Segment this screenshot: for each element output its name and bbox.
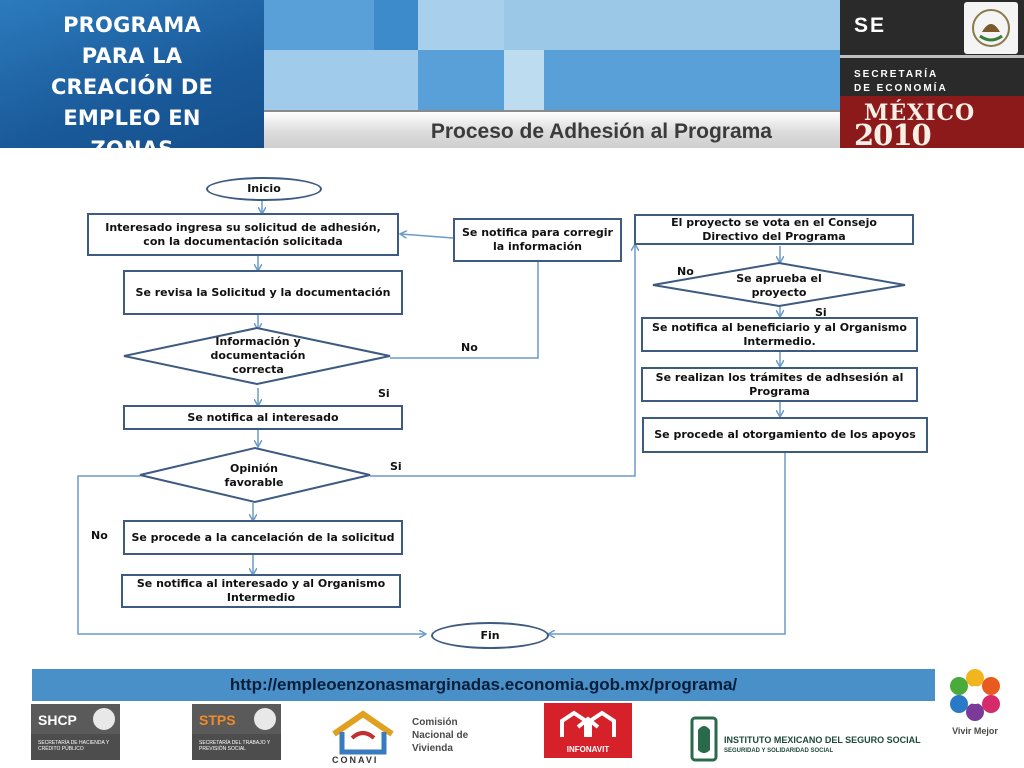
program-banner: PROGRAMA PARA LA CREACIÓN DE EMPLEO EN Z… xyxy=(0,0,264,192)
stps-acronym: STPS xyxy=(199,712,236,728)
se-logo-top: SE xyxy=(840,0,1024,58)
mexico-2010-logo: MÉXICO 2010 xyxy=(840,96,1024,152)
infonavit-logo: INFONAVIT xyxy=(544,703,632,758)
arrow-info-corregir xyxy=(390,262,539,359)
stps-logo: STPS SECRETARÍA DEL TRABAJO Y PREVISIÓN … xyxy=(192,704,281,760)
label-si-opinion: Si xyxy=(390,460,402,473)
imss-eagle-icon xyxy=(690,716,718,762)
label-si-aprueba: Si xyxy=(815,306,827,319)
label-no-opinion: No xyxy=(91,529,108,542)
program-title: PROGRAMA PARA LA CREACIÓN DE EMPLEO EN Z… xyxy=(50,13,214,192)
imss-subtitle: SEGURIDAD Y SOLIDARIDAD SOCIAL xyxy=(724,748,834,754)
node-notifica-organismo: Se notifica al interesado y al Organismo… xyxy=(121,574,401,608)
process-title: Proceso de Adhesión al Programa xyxy=(430,120,772,143)
node-fin: Fin xyxy=(431,622,549,649)
imss-logo: INSTITUTO MEXICANO DEL SEGURO SOCIAL SEG… xyxy=(690,716,921,764)
node-info-correcta: Información y documentación correcta xyxy=(210,335,306,376)
conavi-short: CONAVI xyxy=(332,755,379,765)
secretaria-economia-logo: SE SECRETARÍA DE ECONOMÍA MÉXICO 2010 xyxy=(840,0,1024,152)
node-notifica-corregir: Se notifica para corregir la información xyxy=(453,218,622,262)
arrow-corregir-interesado xyxy=(401,234,454,239)
node-consejo: El proyecto se vota en el Consejo Direct… xyxy=(634,214,914,245)
shcp-logo: SHCP SECRETARÍA DE HACIENDA Y CRÉDITO PÚ… xyxy=(31,704,120,760)
coat-of-arms-icon xyxy=(254,708,276,730)
diamond-opinion xyxy=(139,446,371,504)
conavi-logo: CONAVI Comisión Nacional de Vivienda xyxy=(328,708,488,765)
diamond-info-correcta xyxy=(123,326,391,386)
imss-name: INSTITUTO MEXICANO DEL SEGURO SOCIAL xyxy=(724,735,921,745)
node-notifica-beneficiario: Se notifica al beneficiario y al Organis… xyxy=(641,317,918,352)
coat-of-arms-icon xyxy=(93,708,115,730)
arrow-opinion-consejo xyxy=(370,245,635,477)
mexico-year: 2010 xyxy=(854,118,932,152)
process-title-bar: Proceso de Adhesión al Programa xyxy=(264,110,840,148)
node-cancelacion: Se procede a la cancelación de la solici… xyxy=(123,520,403,555)
label-no-aprueba: No xyxy=(677,265,694,278)
infonavit-house-icon xyxy=(560,710,616,737)
vivir-mejor-text: Vivir Mejor xyxy=(952,726,998,736)
node-otorgamiento: Se procede al otorgamiento de los apoyos xyxy=(642,417,928,453)
conavi-name: Comisión Nacional de Vivienda xyxy=(412,717,469,754)
node-aprueba: Se aprueba el proyecto xyxy=(736,272,822,299)
vivir-mejor-logo: Vivir Mejor xyxy=(944,668,1006,740)
node-tramites: Se realizan los trámites de adhsesión al… xyxy=(641,367,918,402)
label-no-info: No xyxy=(461,341,478,354)
shcp-acronym: SHCP xyxy=(38,712,77,728)
coat-of-arms-icon xyxy=(964,2,1018,54)
arrow-otorgamiento-fin xyxy=(549,453,786,634)
node-revisa: Se revisa la Solicitud y la documentació… xyxy=(123,270,403,315)
diamond-aprueba xyxy=(652,261,906,308)
header-decorative-blocks xyxy=(264,0,840,110)
arrow-opinion-fin xyxy=(77,475,425,634)
label-si-info: Si xyxy=(378,387,390,400)
se-name: SECRETARÍA DE ECONOMÍA xyxy=(854,69,948,94)
program-url-link[interactable]: http://empleoenzonasmarginadas.economia.… xyxy=(229,675,738,694)
vivir-mejor-flower-icon xyxy=(950,669,1000,721)
stps-subtitle: SECRETARÍA DEL TRABAJO Y PREVISIÓN SOCIA… xyxy=(199,740,271,752)
node-interesado: Interesado ingresa su solicitud de adhes… xyxy=(87,213,399,256)
house-icon xyxy=(332,710,394,755)
node-opinion: Opinión favorable xyxy=(224,462,284,489)
mexico-word: MÉXICO xyxy=(864,100,976,126)
node-notifica-interesado: Se notifica al interesado xyxy=(123,405,403,430)
program-url-bar: http://empleoenzonasmarginadas.economia.… xyxy=(32,669,935,701)
infonavit-name: INFONAVIT xyxy=(566,745,610,754)
node-inicio: Inicio xyxy=(206,177,322,201)
shcp-subtitle: SECRETARÍA DE HACIENDA Y CRÉDITO PÚBLICO xyxy=(38,740,110,752)
se-letters: SE xyxy=(854,14,887,37)
